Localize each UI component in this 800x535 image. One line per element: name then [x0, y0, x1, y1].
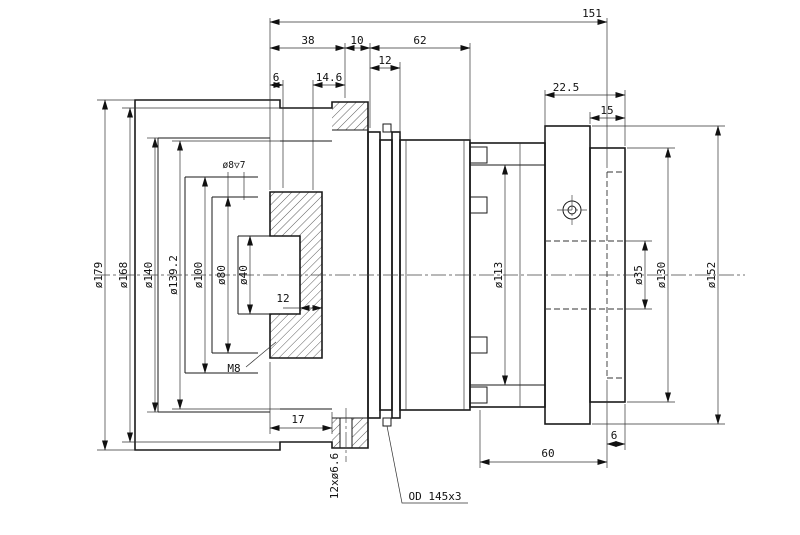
- note-m8: M8: [227, 362, 240, 375]
- dimension-labels: 151 38 10 62 12 6 14.6 22.5 15 ø179 ø168…: [92, 7, 718, 503]
- dim-15: 15: [600, 104, 613, 117]
- oring-bottom: [382, 417, 392, 427]
- note-hole-depth: ø8▽7: [223, 160, 246, 171]
- dim-dia-100: ø100: [192, 262, 205, 289]
- dim-dia-80: ø80: [215, 265, 228, 285]
- dim-dia-35: ø35: [632, 265, 645, 285]
- extension-lines: [97, 18, 725, 504]
- dim-dia-113: ø113: [492, 262, 505, 289]
- dim-17: 17: [291, 413, 304, 426]
- dim-dia-40: ø40: [237, 265, 250, 285]
- dim-6-top: 6: [273, 71, 280, 84]
- dim-dia-130: ø130: [655, 262, 668, 289]
- dim-14-6: 14.6: [316, 71, 343, 84]
- dim-dia-139-2: ø139.2: [167, 255, 180, 295]
- dim-10: 10: [350, 34, 363, 47]
- dim-62: 62: [413, 34, 426, 47]
- oring-leader: [386, 425, 468, 504]
- dim-60: 60: [541, 447, 554, 460]
- m8-leader: [245, 341, 277, 368]
- dim-dia-152: ø152: [705, 262, 718, 289]
- note-bolt-pattern: 12xø6.6: [328, 453, 341, 499]
- dim-38: 38: [301, 34, 314, 47]
- dimension-lines: [102, 19, 721, 465]
- dim-dia-168: ø168: [117, 262, 130, 289]
- note-oring: OD 145x3: [409, 490, 462, 503]
- oring-top: [382, 123, 392, 133]
- dim-22-5: 22.5: [553, 81, 580, 94]
- dim-total-length: 151: [582, 7, 602, 20]
- dim-6-bottom: 6: [611, 429, 618, 442]
- dim-12: 12: [378, 54, 391, 67]
- dim-web-12: 12: [276, 292, 289, 305]
- dim-dia-140: ø140: [142, 262, 155, 289]
- dim-dia-179: ø179: [92, 262, 105, 289]
